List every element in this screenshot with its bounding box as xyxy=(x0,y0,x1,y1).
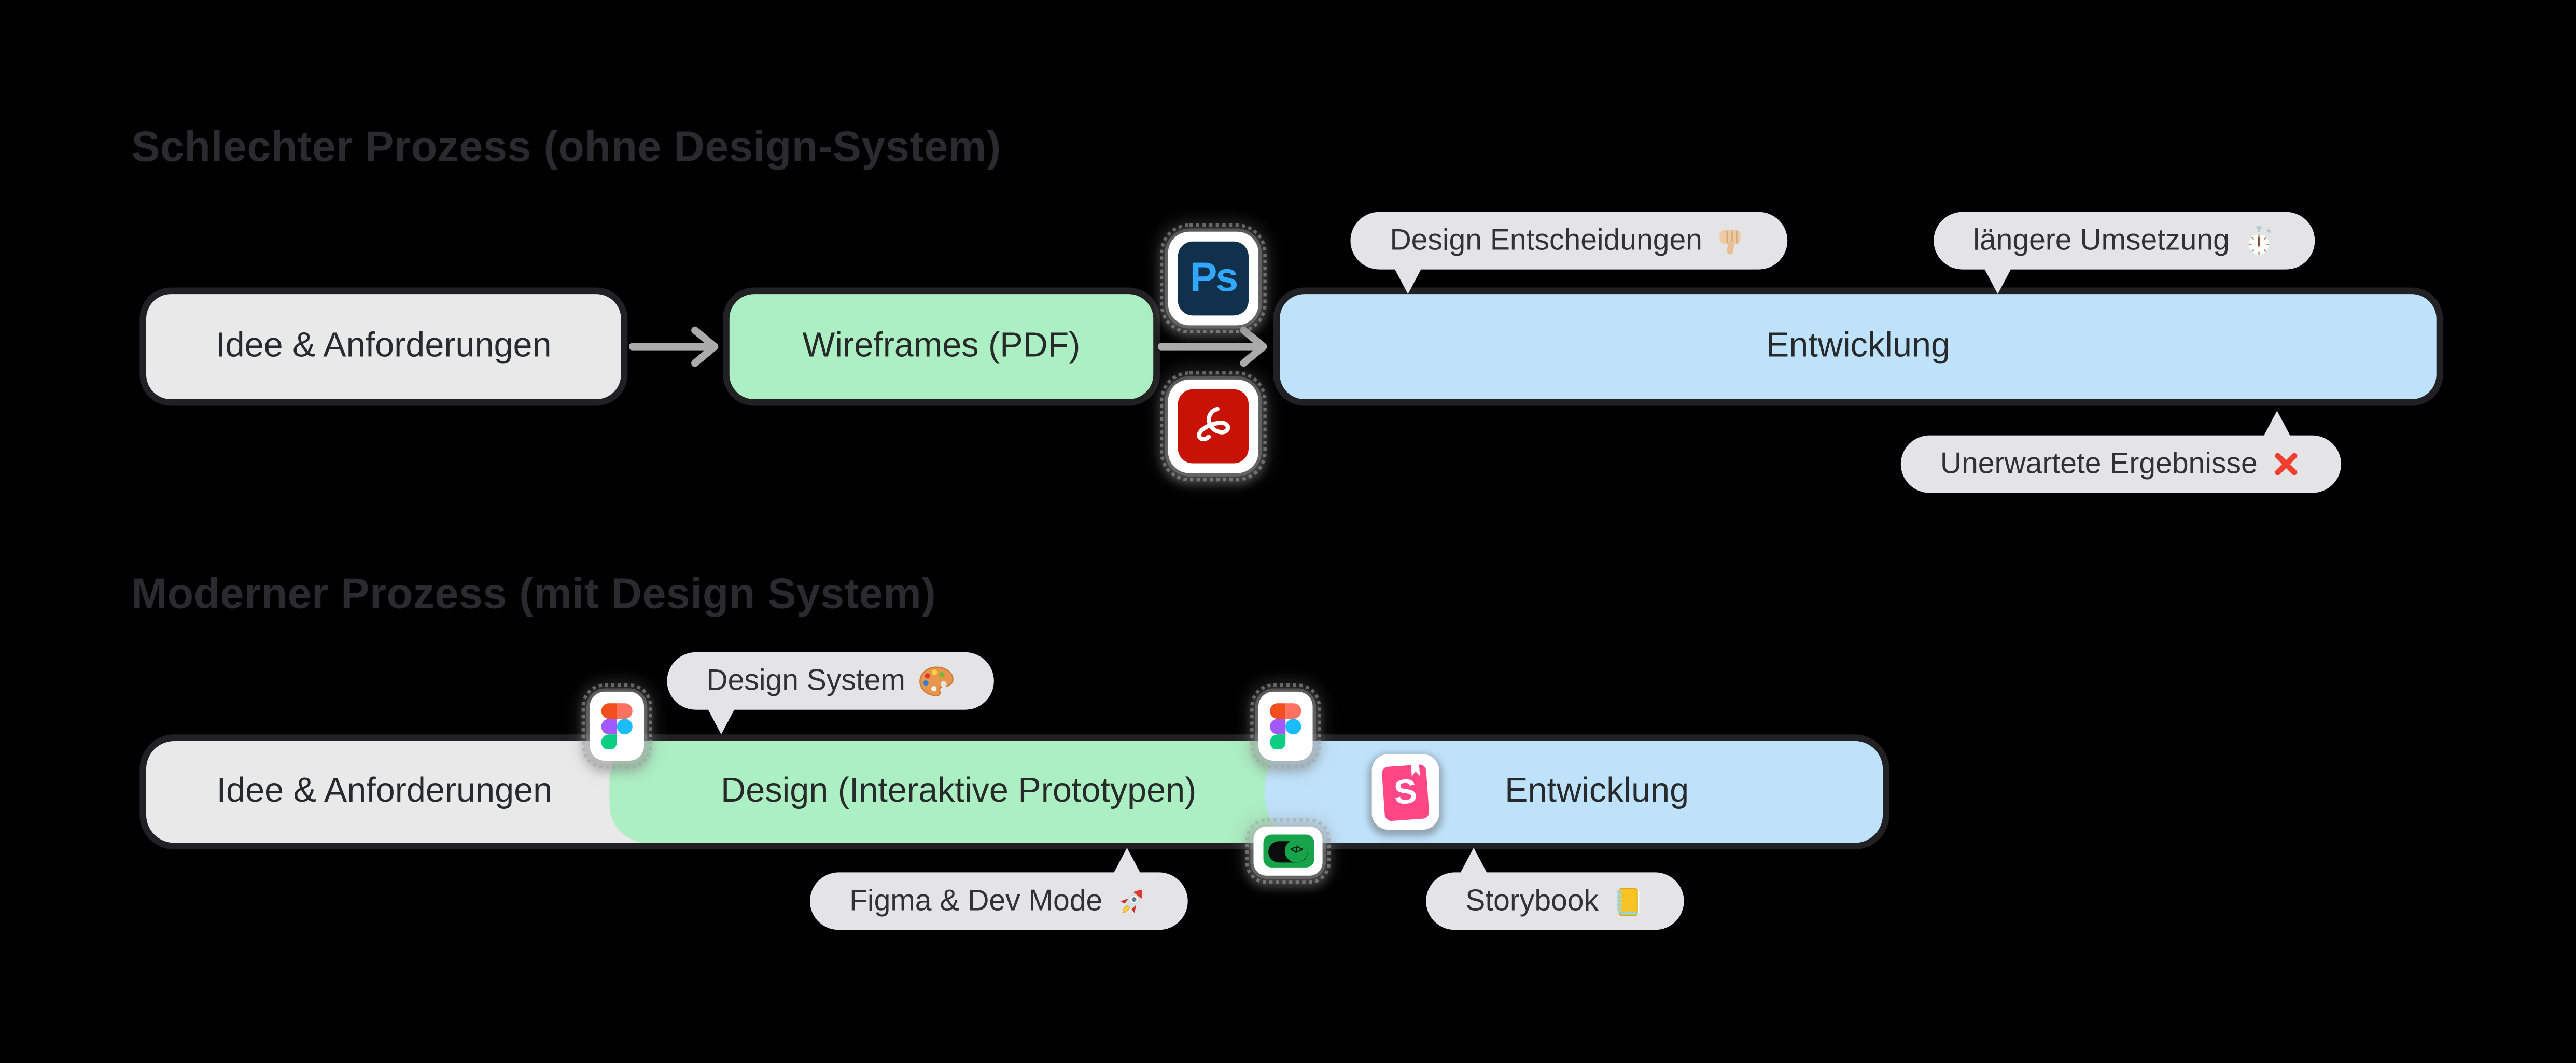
callout-unexpected-results: Unerwartete Ergebnisse xyxy=(1900,411,2342,493)
dev-mode-toggle-icon: </> xyxy=(1245,818,1331,884)
photoshop-glyph: Ps xyxy=(1189,255,1239,301)
callout-label: Storybook xyxy=(1465,884,1599,917)
figma-icon xyxy=(581,683,652,769)
node-label: Design (Interaktive Prototypen) xyxy=(721,772,1197,810)
bubble-tail xyxy=(1112,847,1142,876)
node-label: Entwicklung xyxy=(1505,772,1689,810)
figma-icon xyxy=(1250,683,1321,769)
section-heading-good-process: Moderner Prozess (mit Design System) xyxy=(131,568,936,618)
node-development-label: Entwicklung xyxy=(1457,741,1737,843)
dev-mode-toggle: </> xyxy=(1262,834,1314,868)
figma-logo xyxy=(601,703,633,750)
node-label: Entwicklung xyxy=(1766,327,1950,365)
acrobat-swirl-icon xyxy=(1196,406,1229,441)
node-development-bad: Entwicklung xyxy=(1273,287,2443,406)
bubble-tail xyxy=(1459,847,1489,876)
callout-longer-implementation: längere Umsetzung xyxy=(1934,212,2315,295)
acrobat-pdf-icon xyxy=(1159,371,1267,482)
acrobat-logo xyxy=(1178,389,1249,464)
callout-storybook: Storybook xyxy=(1426,847,1684,930)
photoshop-icon: Ps xyxy=(1159,223,1267,334)
node-design-prototypes-label: Design (Interaktive Prototypen) xyxy=(613,741,1305,843)
palette-icon xyxy=(919,665,954,695)
thumbs-down-icon xyxy=(1719,229,1741,254)
callout-label: längere Umsetzung xyxy=(1973,223,2230,257)
callout-design-decisions: Design Entscheidungen xyxy=(1350,212,1788,295)
toggle-track: </> xyxy=(1268,840,1308,863)
segment-development xyxy=(1265,740,1883,843)
rocket-icon xyxy=(1121,889,1143,913)
callout-label: Figma & Dev Mode xyxy=(849,884,1103,917)
stopwatch-icon xyxy=(2247,225,2272,256)
flow-arrow-icon xyxy=(1158,326,1267,367)
callout-label: Design System xyxy=(706,664,905,697)
modern-process-pipeline: Idee & Anforderungen Design (Interaktive… xyxy=(139,734,1889,850)
node-label: Wireframes (PDF) xyxy=(802,327,1081,365)
callout-figma-dev-mode: Figma & Dev Mode xyxy=(810,847,1188,930)
callout-label: Unerwartete Ergebnisse xyxy=(1940,446,2258,480)
node-idea-requirements: Idee & Anforderungen xyxy=(139,287,628,406)
bubble-tail xyxy=(2262,411,2292,439)
callout-design-system: Design System xyxy=(667,652,995,735)
node-label: Idee & Anforderungen xyxy=(216,772,553,810)
ledger-icon xyxy=(1616,887,1641,915)
segment-design xyxy=(609,740,1301,843)
flow-arrow-icon xyxy=(629,326,719,367)
storybook-logo: S xyxy=(1381,763,1430,821)
bubble-tail xyxy=(1983,266,2013,295)
bubble-tail xyxy=(1393,266,1423,295)
toggle-knob: </> xyxy=(1284,840,1308,863)
bubble-tail xyxy=(706,706,736,735)
photoshop-logo: Ps xyxy=(1178,241,1249,316)
cross-mark-icon xyxy=(2275,453,2298,475)
node-idea-requirements-label: Idee & Anforderungen xyxy=(146,741,623,843)
figma-logo xyxy=(1270,703,1301,750)
storybook-glyph: S xyxy=(1392,771,1419,811)
storybook-icon: S xyxy=(1371,754,1439,830)
callout-label: Design Entscheidungen xyxy=(1390,223,1702,257)
node-label: Idee & Anforderungen xyxy=(216,327,552,365)
section-heading-bad-process: Schlechter Prozess (ohne Design-System) xyxy=(131,121,1001,171)
node-wireframes-pdf: Wireframes (PDF) xyxy=(723,287,1160,406)
